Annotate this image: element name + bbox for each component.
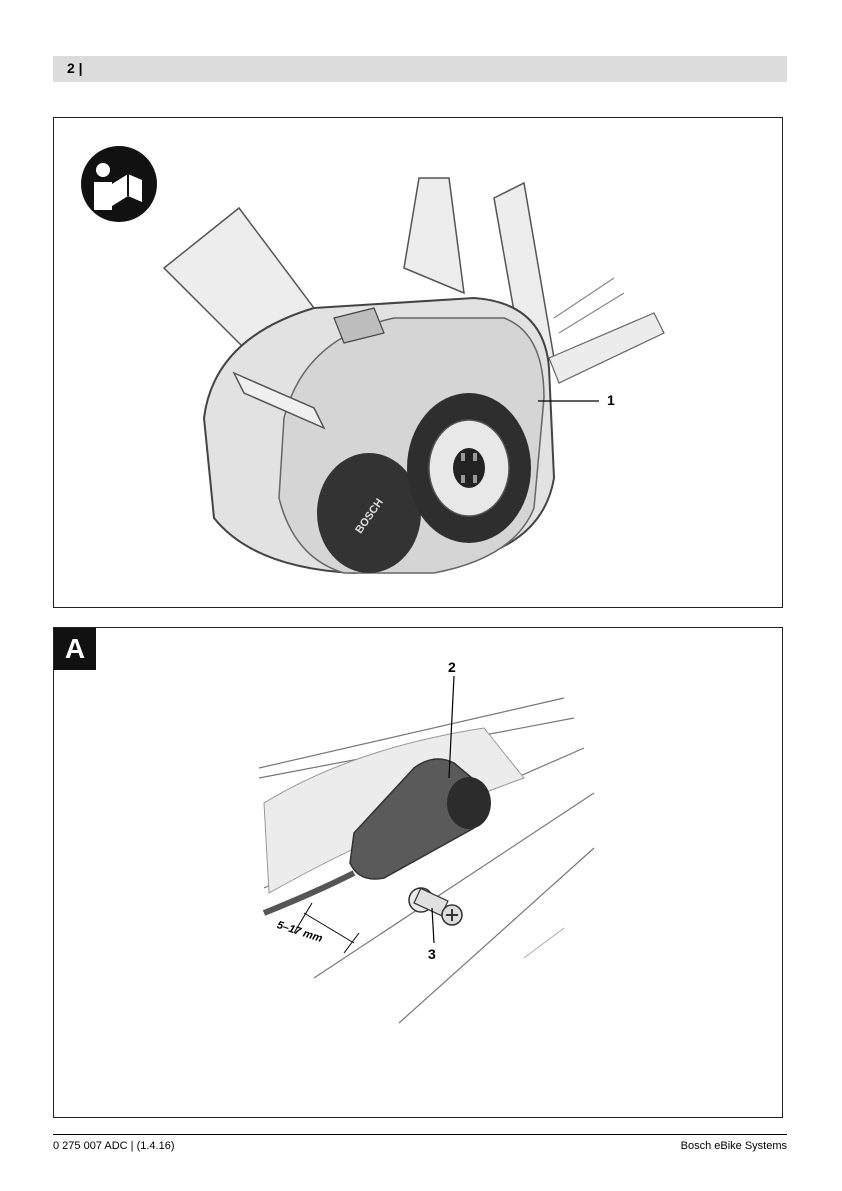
- figure-speed-sensor: A 2 3 5–17 mm: [53, 627, 783, 1118]
- spoke-magnet: [409, 888, 462, 925]
- callout-1: 1: [607, 392, 615, 408]
- drive-unit-illustration: BOSCH: [54, 118, 782, 607]
- speed-sensor-illustration: [54, 628, 782, 1117]
- footer-brand: Bosch eBike Systems: [681, 1140, 787, 1152]
- callout-2: 2: [448, 659, 456, 675]
- page-number: 2 |: [67, 60, 83, 76]
- footer-rule: [53, 1134, 787, 1135]
- footer-document-id: 0 275 007 ADC | (1.4.16): [53, 1140, 175, 1152]
- callout-3: 3: [428, 946, 436, 962]
- read-manual-icon: [81, 146, 157, 222]
- figure-drive-unit: BOSCH 1: [53, 117, 783, 608]
- header-bar: 2 |: [53, 56, 787, 82]
